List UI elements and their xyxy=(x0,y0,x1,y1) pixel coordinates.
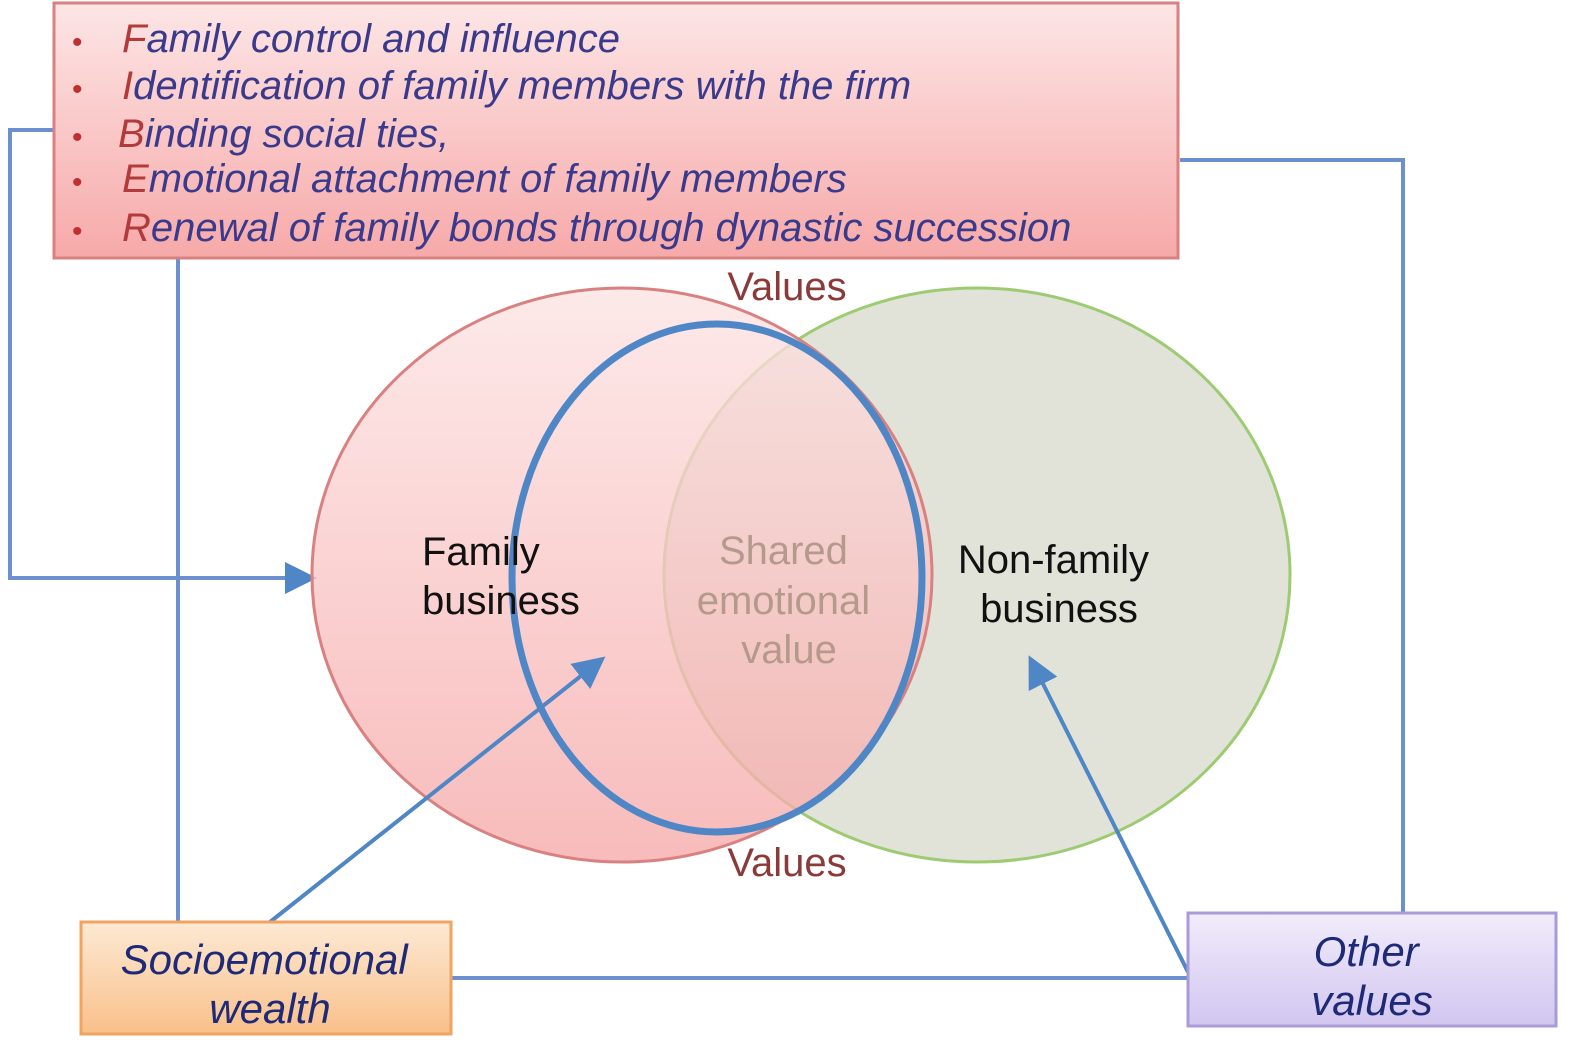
arrow-socio-to-shared xyxy=(268,656,606,924)
family-business-line-2: business xyxy=(422,579,580,623)
connector-lines xyxy=(8,128,1405,980)
shared-line-1: Shared xyxy=(719,529,848,573)
top-box: • Family control and influence • Identifica… xyxy=(52,1,1180,260)
bullet-item-text: inding social ties, xyxy=(145,112,450,156)
connector-left-to-family xyxy=(8,128,317,594)
values-top-label: Values xyxy=(727,265,846,309)
non-family-line-1: Non-family xyxy=(958,538,1149,582)
bullet-dot: • xyxy=(72,121,83,154)
top-box-background xyxy=(52,1,1180,260)
other-line-2: values xyxy=(1311,977,1432,1024)
bullet-item-initial: B xyxy=(118,112,145,156)
bullet-item-initial: I xyxy=(122,64,133,108)
bullet-dot: • xyxy=(72,166,83,199)
bullet-dot: • xyxy=(72,73,83,106)
family-business-label: Family business xyxy=(422,530,580,623)
socioemotional-wealth-label: Socioemotional wealth xyxy=(121,936,420,1032)
other-line-1: Other xyxy=(1314,928,1421,975)
arrow-other-to-non-family xyxy=(1028,655,1190,973)
bullet-dot: • xyxy=(72,26,83,59)
non-family-business-label: Non-family business xyxy=(958,538,1160,631)
bullet-item-initial: F xyxy=(122,17,149,61)
arrows xyxy=(268,655,1190,973)
connector-right-frame xyxy=(1180,158,1405,915)
other-values-label: Other values xyxy=(1311,928,1432,1024)
family-business-line-1: Family xyxy=(422,530,540,574)
socioemotional-wealth-background xyxy=(79,920,453,1036)
family-circle xyxy=(310,286,934,864)
socio-line-2: wealth xyxy=(209,985,330,1032)
bullet-item: Emotional attachment of family members xyxy=(122,157,847,201)
values-bottom-label: Values xyxy=(727,841,846,885)
bullet-item-initial: E xyxy=(122,157,150,201)
bullet-item-text: enewal of family bonds through dynastic … xyxy=(151,206,1072,250)
bullet-item-text: dentification of family members with the… xyxy=(133,64,911,108)
venn-diagram: Values Values Family business Shared emo… xyxy=(310,265,1292,885)
shared-line-2: emotional xyxy=(697,579,870,623)
socioemotional-wealth-box: Socioemotional wealth xyxy=(79,920,453,1036)
top-box-items: • Family control and influence • Identifica… xyxy=(72,17,1071,250)
shared-emotional-value-label: Shared emotional value xyxy=(697,529,882,672)
bullet-item-initial: R xyxy=(122,206,151,250)
shared-value-ring xyxy=(508,320,926,836)
bullet-item: Family control and influence xyxy=(122,17,620,61)
socio-line-1: Socioemotional xyxy=(121,936,410,983)
bullet-item: Identification of family members with th… xyxy=(122,64,911,108)
bullet-item: Binding social ties, xyxy=(118,112,449,156)
bullet-item-text: amily control and influence xyxy=(146,17,620,61)
other-values-background xyxy=(1186,911,1558,1028)
bullet-item: Renewal of family bonds through dynastic… xyxy=(122,206,1071,250)
shared-line-3: value xyxy=(741,628,837,672)
other-values-box: Other values xyxy=(1186,911,1558,1028)
bullet-item-text: motional attachment of family members xyxy=(149,157,847,201)
non-family-line-2: business xyxy=(980,587,1138,631)
bullet-dot: • xyxy=(72,215,83,248)
